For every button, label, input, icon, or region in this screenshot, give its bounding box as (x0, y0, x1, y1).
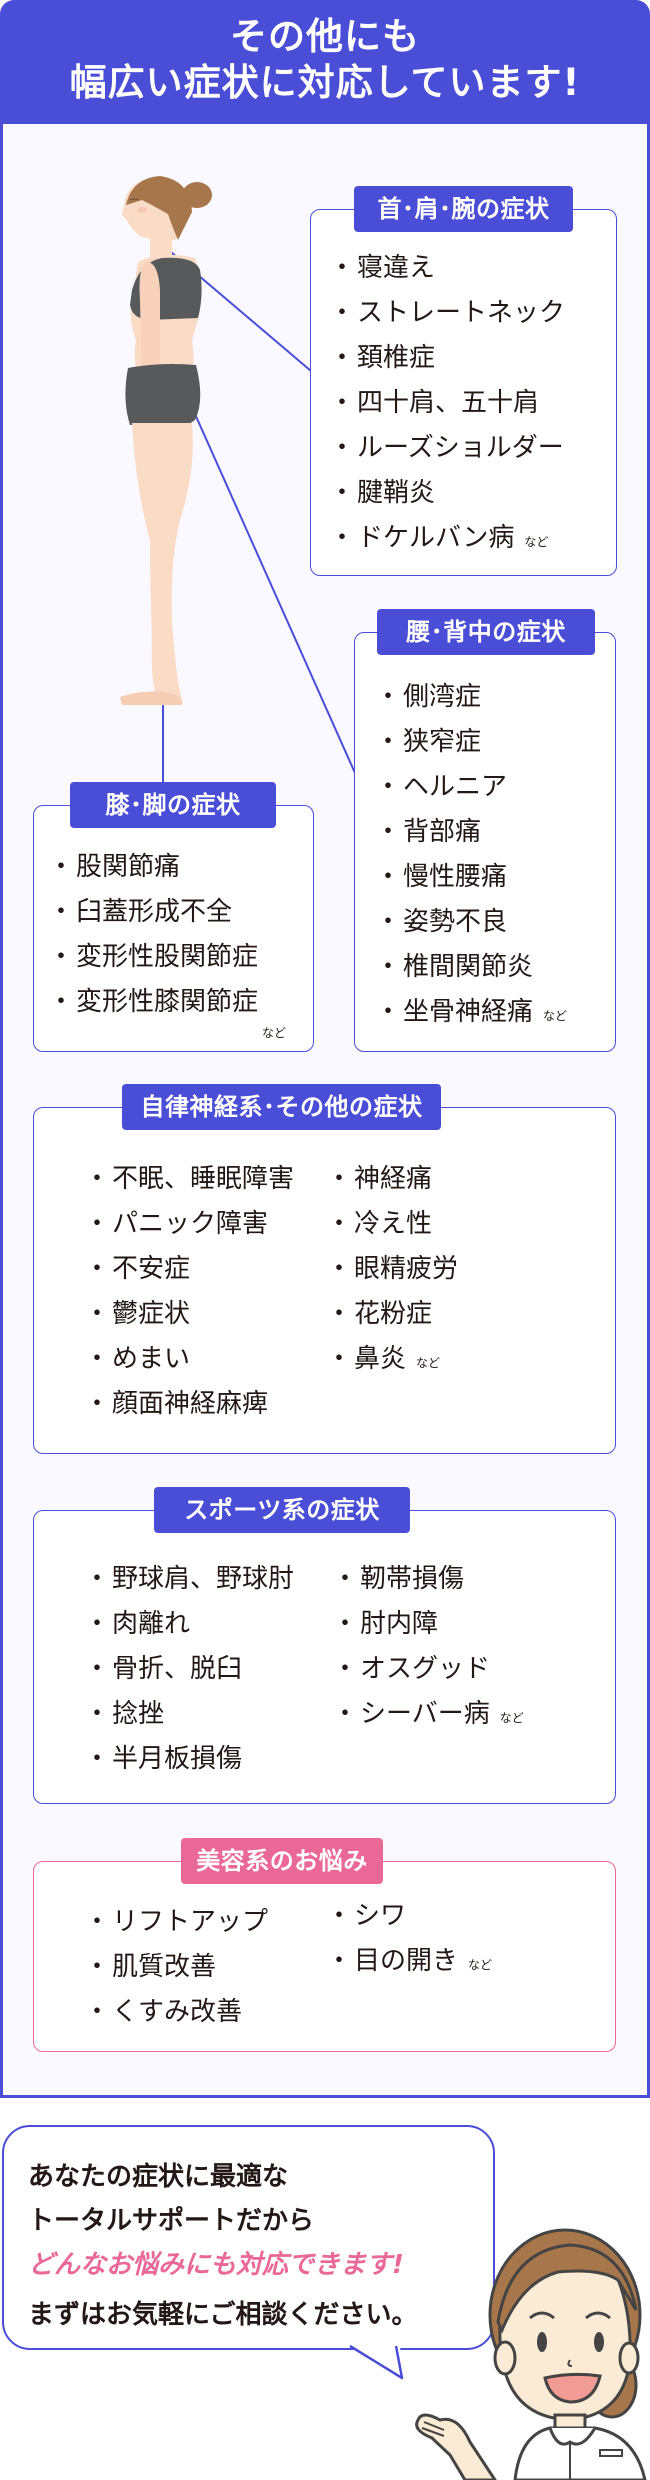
list-item: 四十肩、五十肩 (329, 381, 565, 426)
list-item: オスグッド (332, 1647, 524, 1692)
list-item: シワ (326, 1894, 492, 1939)
neck-shoulder-arm-card: 首･肩･腕の症状 寝違え ストレートネック 頚椎症 四十肩、五十肩 ルーズショル… (310, 186, 617, 576)
list-item: ストレートネック (329, 291, 565, 336)
knee-leg-card: 膝･脚の症状 股関節痛 臼蓋形成不全 変形性股関節症 変形性膝関節症 など (33, 782, 314, 1052)
autonomic-title: 自律神経系･その他の症状 (122, 1084, 441, 1130)
neck-shoulder-arm-list: 寝違え ストレートネック 頚椎症 四十肩、五十肩 ルーズショルダー 腱鞘炎 ドケ… (329, 246, 565, 565)
list-item: 頚椎症 (329, 336, 565, 381)
list-item: 臼蓋形成不全 (48, 890, 258, 935)
list-item: 花粉症 (326, 1292, 458, 1337)
list-item: 神経痛 (326, 1157, 458, 1202)
list-item: 肌質改善 (84, 1945, 268, 1990)
sports-left-list: 野球肩、野球肘 肉離れ 骨折、脱臼 捻挫 半月板損傷 (84, 1557, 294, 1782)
sports-card: スポーツ系の症状 野球肩、野球肘 肉離れ 骨折、脱臼 捻挫 半月板損傷 靭帯損傷… (33, 1487, 616, 1804)
list-item: 寝違え (329, 246, 565, 291)
list-item: ルーズショルダー (329, 426, 565, 471)
neck-shoulder-arm-title: 首･肩･腕の症状 (354, 186, 573, 232)
knee-leg-title: 膝･脚の症状 (70, 782, 276, 828)
list-item: 靭帯損傷 (332, 1557, 524, 1602)
list-item: 変形性膝関節症 (48, 980, 258, 1025)
autonomic-card: 自律神経系･その他の症状 不眠、睡眠障害 パニック障害 不安症 鬱症状 めまい … (33, 1084, 616, 1454)
list-item: くすみ改善 (84, 1990, 268, 2035)
list-item: 鬱症状 (84, 1292, 294, 1337)
list-item: 眼精疲労 (326, 1247, 458, 1292)
etc-suffix: など (468, 1958, 493, 1972)
list-item: 股関節痛 (48, 845, 258, 890)
list-item: 腱鞘炎 (329, 471, 565, 516)
list-item: 骨折、脱臼 (84, 1647, 294, 1692)
list-item: 不安症 (84, 1247, 294, 1292)
cta-line-4: まずはお気軽にご相談ください。 (28, 2300, 418, 2330)
woman-side-profile-icon (120, 176, 356, 797)
list-item: リフトアップ (84, 1900, 268, 1945)
list-item: 側湾症 (375, 675, 567, 720)
lower-back-title: 腰･背中の症状 (377, 609, 595, 655)
etc-suffix: など (499, 1711, 524, 1725)
list-item: ヘルニア (375, 765, 567, 810)
list-item: 半月板損傷 (84, 1737, 294, 1782)
list-item: パニック障害 (84, 1202, 294, 1247)
page-header: その他にも 幅広い症状に対応しています! (0, 0, 650, 124)
list-item: 顔面神経麻痺 (84, 1382, 294, 1427)
sports-title: スポーツ系の症状 (154, 1487, 410, 1533)
nurse-pointing-icon (415, 2228, 647, 2480)
etc-suffix: など (524, 535, 549, 549)
list-item: 慢性腰痛 (375, 855, 567, 900)
etc-suffix: など (543, 1009, 568, 1023)
beauty-title: 美容系のお悩み (181, 1838, 383, 1884)
header-title-line2: 幅広い症状に対応しています! (69, 61, 581, 104)
etc-suffix: など (416, 1356, 441, 1370)
autonomic-left-list: 不眠、睡眠障害 パニック障害 不安症 鬱症状 めまい 顔面神経麻痺 (84, 1157, 294, 1427)
lower-back-card: 腰･背中の症状 側湾症 狭窄症 ヘルニア 背部痛 慢性腰痛 姿勢不良 椎間関節炎… (354, 609, 616, 1052)
list-item: 冷え性 (326, 1202, 458, 1247)
etc-suffix: など (262, 1026, 287, 1040)
list-item: 背部痛 (375, 810, 567, 855)
list-item: 肘内障 (332, 1602, 524, 1647)
cta-line-accent: どんなお悩みにも対応できます! (28, 2250, 404, 2280)
cta-line-1: あなたの症状に最適な (28, 2162, 289, 2192)
list-item: 姿勢不良 (375, 900, 567, 945)
list-item: めまい (84, 1337, 294, 1382)
list-item: 椎間関節炎 (375, 945, 567, 990)
cta-speech-bubble: あなたの症状に最適な トータルサポートだから どんなお悩みにも対応できます! ま… (2, 2125, 495, 2350)
list-item: 捻挫 (84, 1692, 294, 1737)
list-item: 不眠、睡眠障害 (84, 1157, 294, 1202)
beauty-left-list: リフトアップ 肌質改善 くすみ改善 (84, 1900, 268, 2035)
bubble-tail-icon (349, 2344, 404, 2380)
list-item: 狭窄症 (375, 720, 567, 765)
header-title-line1: その他にも (230, 15, 420, 58)
cta-line-2: トータルサポートだから (28, 2206, 315, 2236)
list-item: 野球肩、野球肘 (84, 1557, 294, 1602)
list-item: 肉離れ (84, 1602, 294, 1647)
knee-leg-list: 股関節痛 臼蓋形成不全 変形性股関節症 変形性膝関節症 (48, 845, 258, 1025)
list-item: 変形性股関節症 (48, 935, 258, 980)
